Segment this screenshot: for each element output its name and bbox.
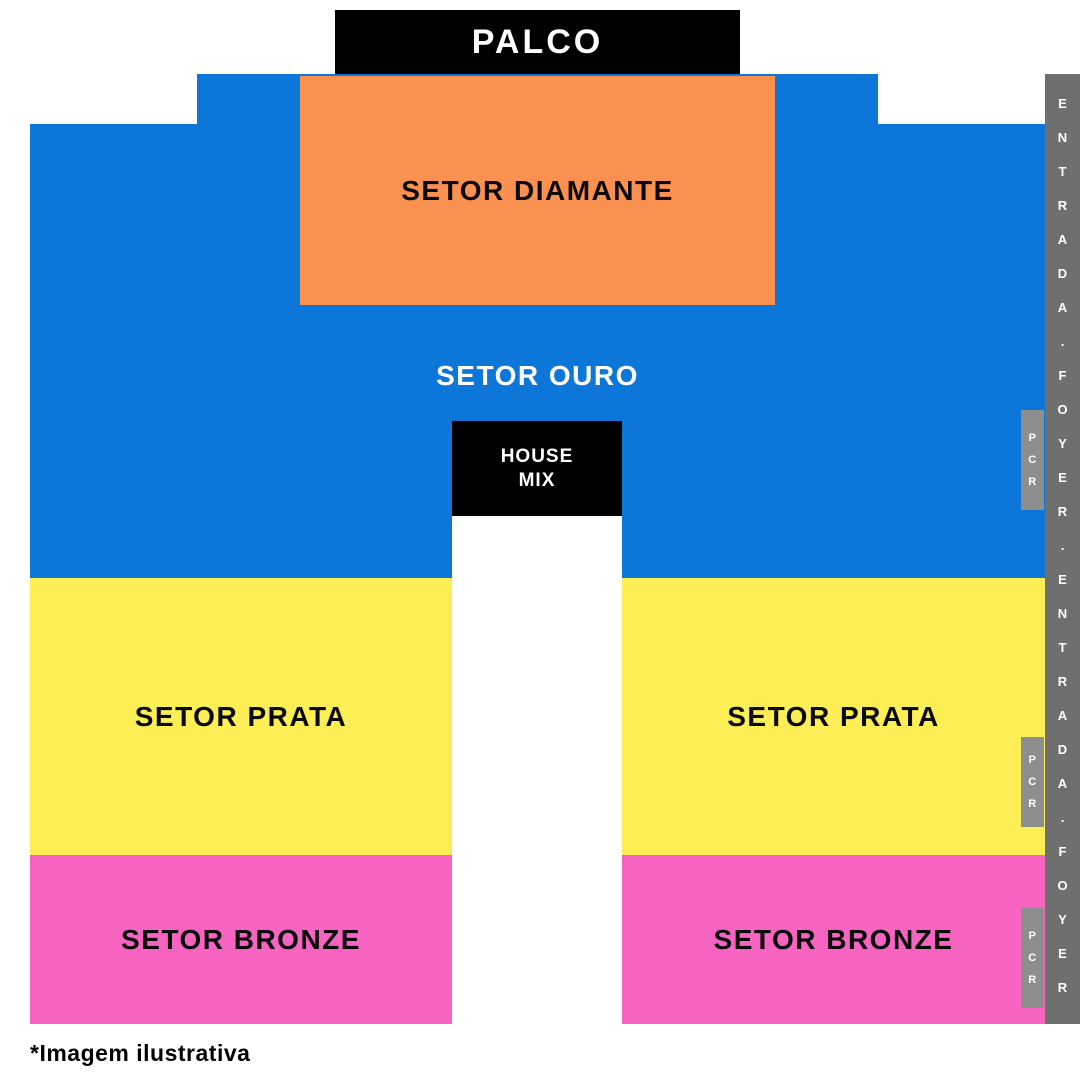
pcr-box-2-label: P C R <box>1028 754 1037 810</box>
sector-bronze-left-area: SETOR BRONZE <box>30 855 452 1024</box>
sector-prata-right-area: SETOR PRATA <box>622 578 1045 855</box>
sector-bronze-left-label: SETOR BRONZE <box>121 923 361 955</box>
sector-diamante-label: SETOR DIAMANTE <box>401 174 674 206</box>
sector-prata-left-label: SETOR PRATA <box>134 700 348 732</box>
sector-ouro-label: SETOR OURO <box>436 360 639 391</box>
pcr-box-1-label: P C R <box>1028 432 1037 488</box>
house-mix-label: HOUSE MIX <box>500 445 574 491</box>
illustrative-image-footnote: *Imagem ilustrativa <box>30 1040 251 1066</box>
entrance-foyer-strip: E N T R A D A . F O Y E R . E N T R A D … <box>1045 74 1080 1024</box>
stage-label: PALCO <box>471 22 604 61</box>
sector-prata-left-area: SETOR PRATA <box>30 578 452 855</box>
stage-block: PALCO <box>335 10 740 74</box>
pcr-box-3-label: P C R <box>1028 930 1037 986</box>
pcr-box-3: P C R <box>1021 908 1044 1008</box>
sector-bronze-right-label: SETOR BRONZE <box>713 923 954 955</box>
pcr-box-2: P C R <box>1021 737 1044 827</box>
house-mix-booth: HOUSE MIX <box>452 421 622 516</box>
sector-bronze-right-area: SETOR BRONZE <box>622 855 1045 1024</box>
sector-prata-right-label: SETOR PRATA <box>727 700 940 732</box>
pcr-box-1: P C R <box>1021 410 1044 510</box>
center-aisle <box>452 516 622 1024</box>
sector-diamante-area: SETOR DIAMANTE <box>300 76 775 305</box>
